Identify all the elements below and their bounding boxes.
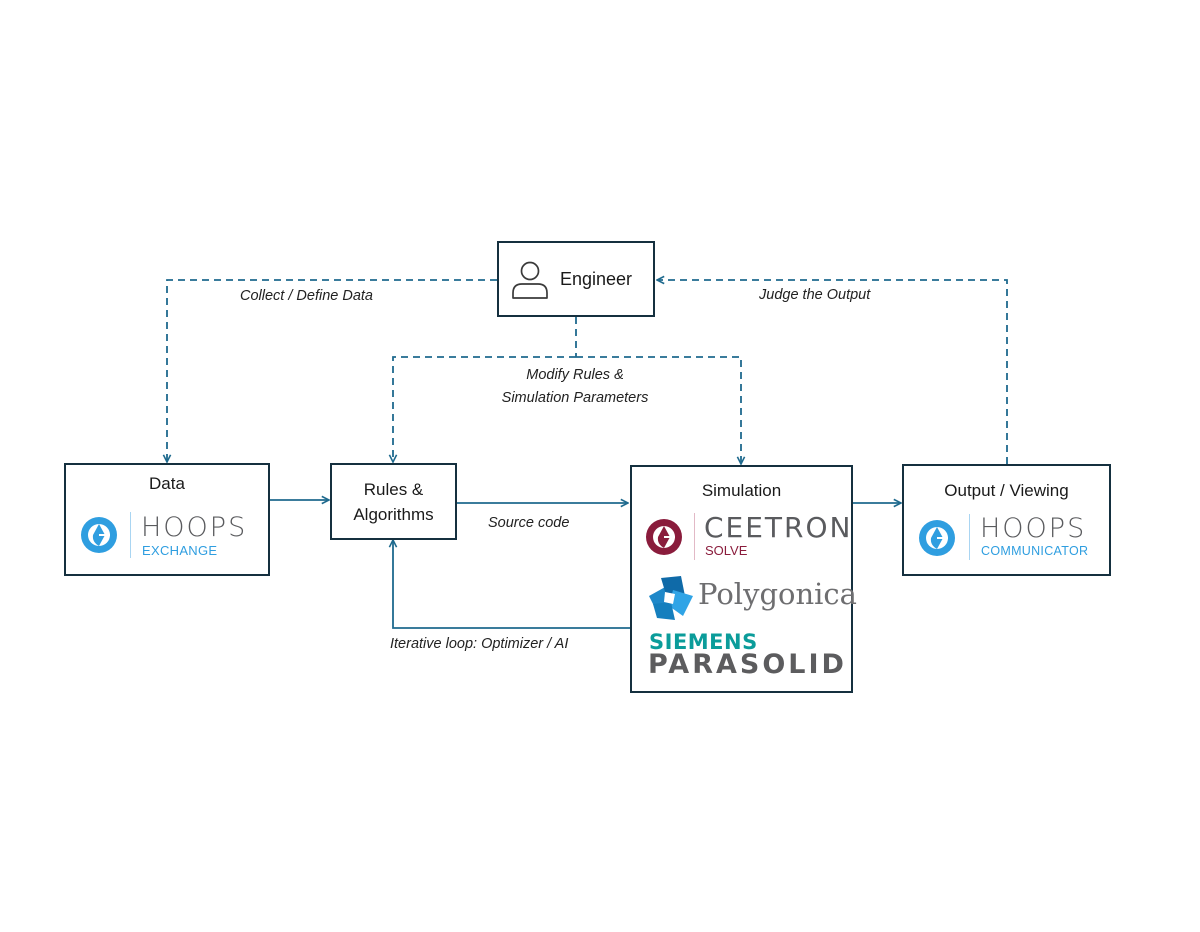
simulation-node: Simulation CEETRON SOLVE Polygonica SIEM… <box>630 465 857 693</box>
modify-rules-label-line1: Modify Rules & <box>526 367 624 383</box>
iterative-loop-label: Iterative loop: Optimizer / AI <box>390 636 569 652</box>
edge-judge-output <box>657 280 1008 464</box>
logo-divider <box>969 514 970 560</box>
logo-divider <box>694 513 695 560</box>
siemens-brand-text: SIEMENS <box>649 630 758 654</box>
engineer-node: Engineer <box>497 241 655 317</box>
edge-iterative-loop <box>393 540 630 629</box>
rules-title-line1: Rules & <box>363 480 424 499</box>
parasolid-product-text: PARASOLID <box>648 649 847 680</box>
judge-output-label: Judge the Output <box>759 287 871 303</box>
user-icon <box>512 261 548 299</box>
hoops-brand-text: HOOPS <box>980 513 1087 544</box>
output-viewing-node: Output / Viewing HOOPS COMMUNICATOR <box>902 464 1111 576</box>
data-title: Data <box>149 474 185 493</box>
rules-title-line2: Algorithms <box>353 505 434 524</box>
edge-collect-data <box>167 279 497 462</box>
collect-define-data-label: Collect / Define Data <box>240 288 373 304</box>
output-title: Output / Viewing <box>944 481 1069 500</box>
ceetron-logo-icon <box>646 519 682 555</box>
hoops-logo-icon <box>919 520 955 556</box>
rules-algorithms-node: Rules & Algorithms <box>330 463 457 540</box>
edge-modify-rules <box>393 356 576 462</box>
polygonica-logo-icon <box>649 576 693 620</box>
source-code-label: Source code <box>488 515 570 531</box>
data-node: Data HOOPS EXCHANGE <box>64 463 270 576</box>
ceetron-brand-text: CEETRON <box>704 511 853 544</box>
polygonica-brand-text: Polygonica <box>698 577 857 611</box>
hoops-exchange-text: EXCHANGE <box>142 543 218 558</box>
engineer-label: Engineer <box>560 269 633 289</box>
edge-modify-simulation <box>576 356 741 464</box>
logo-divider <box>130 512 131 558</box>
simulation-title: Simulation <box>701 481 782 500</box>
ceetron-solve-text: SOLVE <box>705 543 748 558</box>
modify-rules-label-line2: Simulation Parameters <box>501 390 649 406</box>
hoops-logo-icon <box>81 517 117 553</box>
hoops-communicator-text: COMMUNICATOR <box>981 544 1089 558</box>
hoops-brand-text: HOOPS <box>141 512 248 543</box>
